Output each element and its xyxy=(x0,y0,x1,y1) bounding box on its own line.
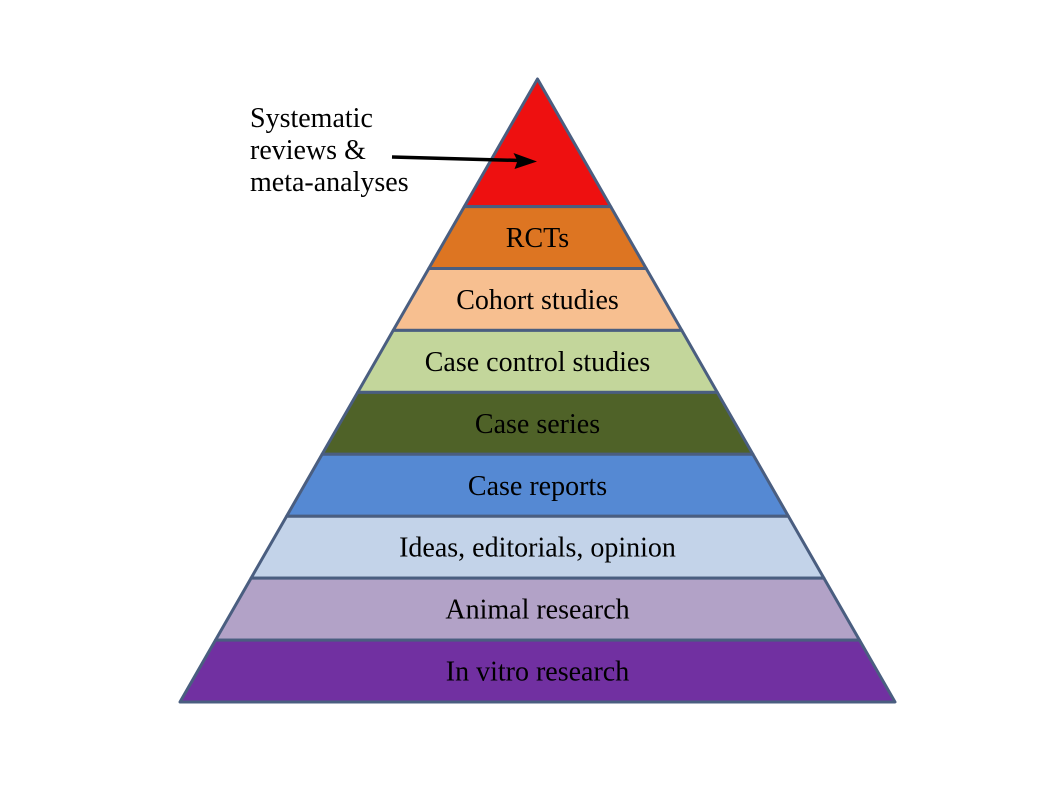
pyramid-level-label-ideas-editorials-opinion: Ideas, editorials, opinion xyxy=(399,533,676,564)
pyramid-level-label-case-reports: Case reports xyxy=(468,471,607,502)
annotation-line-1: Systematic xyxy=(250,103,373,134)
annotation-arrow xyxy=(391,153,537,169)
pyramid-level-label-case-control-studies: Case control studies xyxy=(425,347,651,378)
pyramid-level-label-in-vitro-research: In vitro research xyxy=(446,657,629,688)
pyramid-level-label-cohort-studies: Cohort studies xyxy=(456,285,619,316)
apex-annotation-label: Systematic reviews & meta-analyses xyxy=(250,103,409,199)
pyramid-level-label-case-series: Case series xyxy=(475,409,600,440)
pyramid-level-in-vitro-research xyxy=(178,638,897,704)
pyramid-level-label-animal-research: Animal research xyxy=(445,595,629,626)
pyramid-level-systematic-reviews xyxy=(462,77,613,209)
pyramid-level-label-rcts: RCTs xyxy=(506,223,569,254)
annotation-line-3: meta-analyses xyxy=(250,167,409,198)
annotation-line-2: reviews & xyxy=(250,135,366,166)
